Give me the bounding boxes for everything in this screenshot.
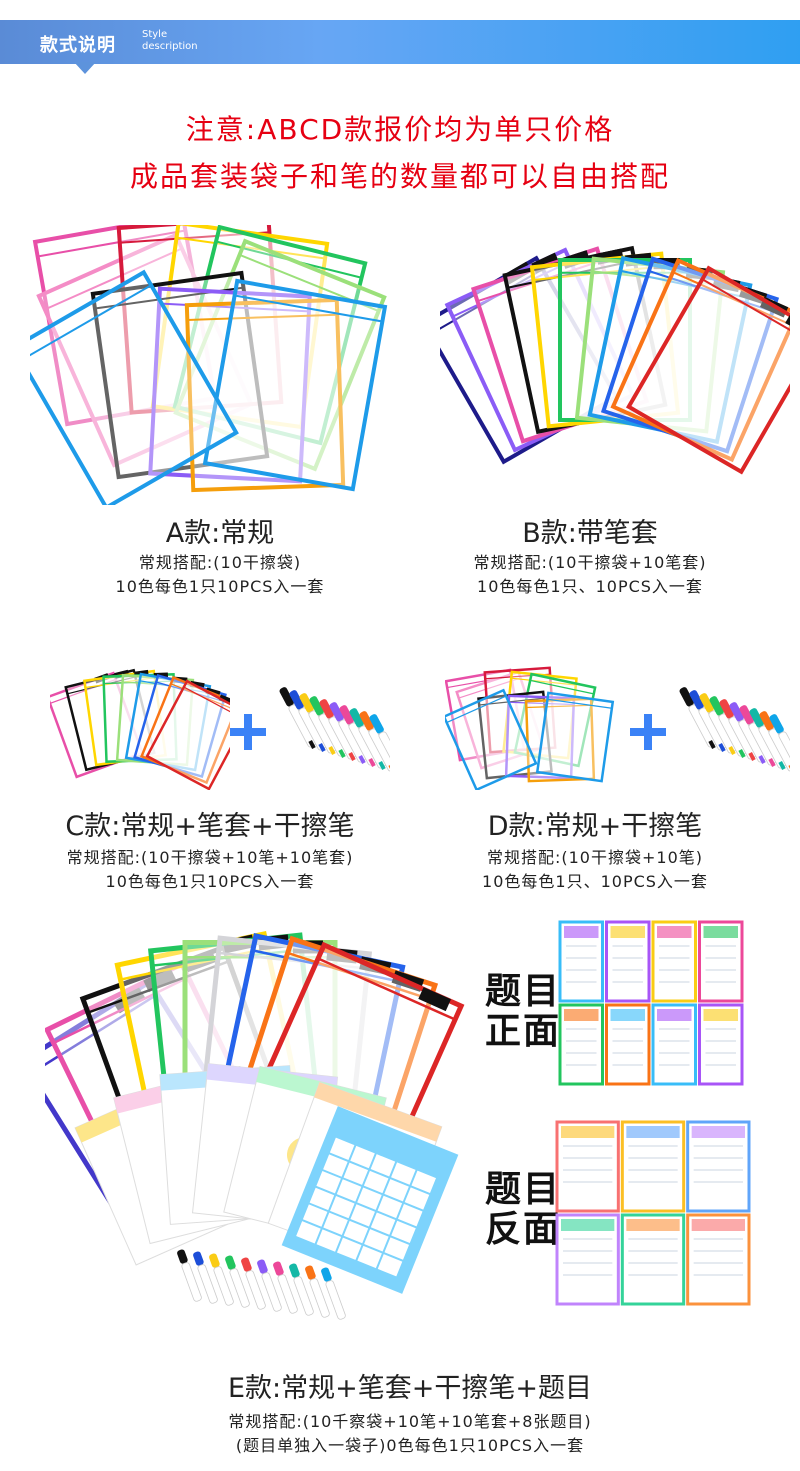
marker-pen [319,699,356,761]
sleeve-shape [483,666,557,754]
option-b-line-2: 10色每色1只、10PCS入一套 [477,577,703,596]
worksheet-thumbnail [620,1120,686,1213]
marker-pen [321,1267,346,1320]
marker-pen [273,1261,298,1314]
notice-line-1: 注意:ABCD款报价均为单只价格 [185,113,615,146]
sleeve-shape [202,278,388,492]
worksheet-thumbnail [558,920,604,1003]
option-a-line-2: 10色每色1只10PCS入一套 [115,577,325,596]
marker-pen [709,696,746,758]
sleeve-shape [172,225,368,446]
option-c-pens-image [279,687,390,775]
marker-pen [339,705,376,767]
option-d-caption: D款:常规+干擦笔 常规搭配:(10干擦袋+10笔) 10色每色1只、10PCS… [410,810,780,894]
worksheet-back-image [555,1120,751,1306]
option-b-caption: B款:带笔套 常规搭配:(10干擦袋+10笔套) 10色每色1只、10PCS入一… [410,517,770,599]
subtitle-line-2: description [142,41,198,52]
option-c-line-2: 10色每色1只10PCS入一套 [105,872,315,891]
option-b-title: B款:带笔套 [522,518,658,549]
option-c-caption: C款:常规+笔套+干擦笔 常规搭配:(10干擦袋+10笔+10笔套) 10色每色… [20,810,400,894]
marker-pen [193,1251,218,1304]
sleeve-shape [30,269,239,505]
worksheet-back-label: 题目 反面 [485,1169,562,1250]
option-a-line-1: 常规搭配:(10干擦袋) [138,553,302,572]
section-title: 款式说明 [40,35,116,56]
marker-pen [209,1253,234,1306]
sleeve-shape [524,697,596,783]
marker-pen [769,714,790,775]
option-e-bundle-image [45,930,465,1320]
worksheet-thumbnail [555,1120,620,1213]
worksheet-thumbnail [605,920,651,1003]
marker-pen [289,1263,314,1316]
option-d-line-1: 常规搭配:(10干擦袋+10笔) [486,848,703,867]
marker-pen [241,1257,266,1310]
marker-pen [289,690,326,752]
marker-pen [257,1259,282,1312]
option-c-sleeves-image [50,668,230,790]
option-a-sleeves-image [30,225,388,505]
worksheet-thumbnail [605,1003,651,1086]
sleeve-shape [625,265,790,475]
option-b-sleeves-image [440,245,790,475]
worksheet-front-image [558,920,744,1086]
option-e-caption: E款:常规+笔套+干擦笔+题目 常规搭配:(10千察袋+10笔+10笔套+8张题… [100,1372,720,1458]
option-e-line-2: (题目单独入一袋子)0色每色1只10PCS入一套 [235,1436,585,1455]
plus-icon [230,714,266,750]
worksheet-thumbnail [555,1213,620,1306]
worksheet-thumbnail [558,1003,604,1086]
sleeve-shape [145,679,230,790]
option-e-title: E款:常规+笔套+干擦笔+题目 [227,1373,593,1404]
option-d-pens-image [679,687,790,775]
worksheet-thumbnail [651,920,697,1003]
timetable-sheet [281,1106,459,1294]
marker-pen [305,1265,330,1318]
header-pointer [74,62,96,74]
plus-icon [630,714,666,750]
sleeve-shape [445,688,538,790]
marker-pen [177,1249,202,1302]
worksheet-thumbnail [651,1003,697,1086]
section-subtitle: Style description [142,29,198,53]
section-header-bar [0,20,800,64]
marker-pen [369,714,390,775]
option-d-line-2: 10色每色1只、10PCS入一套 [482,872,708,891]
option-c-line-1: 常规搭配:(10干擦袋+10笔+10笔套) [66,848,354,867]
option-d-title: D款:常规+干擦笔 [487,811,703,842]
worksheet-thumbnail [620,1213,686,1306]
option-e-line-1: 常规搭配:(10千察袋+10笔+10笔套+8张题目) [228,1412,592,1431]
option-b-line-1: 常规搭配:(10干擦袋+10笔套) [473,553,707,572]
marker-pen [729,702,766,764]
option-c-title: C款:常规+笔套+干擦笔 [65,811,355,842]
marker-pen [309,696,346,758]
worksheet-thumbnail [686,1120,751,1213]
worksheet-front-label: 题目 正面 [485,971,562,1052]
sleeve-shape [535,691,615,783]
worksheet-thumbnail [686,1213,751,1306]
option-a-caption: A款:常规 常规搭配:(10干擦袋) 10色每色1只10PCS入一套 [40,517,400,599]
option-a-title: A款:常规 [165,518,275,549]
worksheet-thumbnail [698,1003,744,1086]
subtitle-line-1: Style [142,29,168,40]
option-d-sleeves-image [445,666,615,790]
notice-line-2: 成品套装袋子和笔的数量都可以自由搭配 [129,160,670,193]
worksheet-thumbnail [698,920,744,1003]
sleeve-shape [504,694,576,780]
marker-pen [225,1255,250,1308]
